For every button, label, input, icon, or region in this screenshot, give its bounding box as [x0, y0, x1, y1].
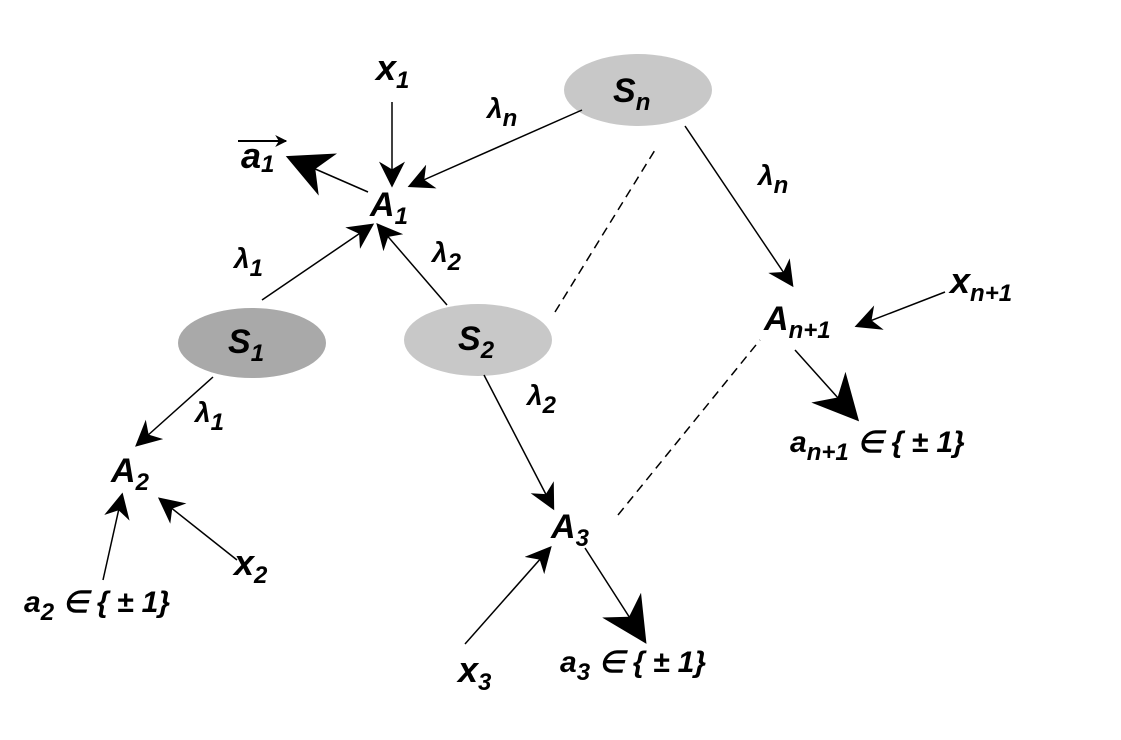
edge-x2-a2 — [157, 497, 238, 561]
dashed-s2-sn — [554, 149, 656, 313]
node-s1-shape — [178, 308, 326, 378]
lambda-n-top: λn — [485, 93, 517, 132]
lambda-2-down: λ2 — [525, 380, 557, 419]
edge-s2-a1 — [376, 223, 448, 306]
input-x3: x3 — [456, 649, 492, 696]
edge-a3-out — [584, 547, 647, 644]
edge-s1-a1 — [261, 223, 375, 301]
edge-s2-a3 — [483, 374, 555, 511]
edge-an1-out — [794, 349, 860, 422]
edge-x3-a3 — [464, 546, 552, 645]
node-a3-label: A3 — [550, 508, 590, 552]
node-a1-label: A1 — [369, 186, 408, 230]
node-s1-label: S1 — [228, 323, 264, 367]
node-sn-label: Sn — [613, 72, 650, 116]
input-x1: x1 — [374, 47, 409, 94]
output-a3: a3 ∈ { ± 1} — [560, 646, 706, 686]
edge-a1-vec — [285, 153, 369, 196]
edge-sn-an1 — [684, 125, 794, 288]
dashed-a3-an1 — [617, 339, 761, 516]
input-xn1: xn+1 — [948, 260, 1012, 307]
edge-sn-a1 — [407, 109, 583, 189]
node-sn-shape — [564, 54, 712, 126]
node-a2-label: A2 — [110, 452, 150, 496]
output-an1: an+1 ∈ { ± 1} — [790, 426, 965, 466]
edge-xn1-an1 — [854, 291, 946, 330]
output-a2: a2 ∈ { ± 1} — [24, 586, 170, 626]
node-an1-label: An+1 — [763, 300, 831, 344]
lambda-1-down: λ1 — [193, 397, 224, 436]
node-s2-shape — [404, 304, 552, 376]
input-x2: x2 — [232, 542, 268, 589]
lambda-1-up: λ1 — [232, 243, 263, 282]
lambda-2-up: λ2 — [430, 237, 462, 276]
lambda-n-right: λn — [756, 160, 788, 199]
node-s2-label: S2 — [458, 320, 495, 364]
edge-a2out-a2 — [102, 492, 130, 581]
output-a1-vector: a1 — [241, 135, 274, 178]
edge-s1-a2 — [135, 376, 214, 447]
